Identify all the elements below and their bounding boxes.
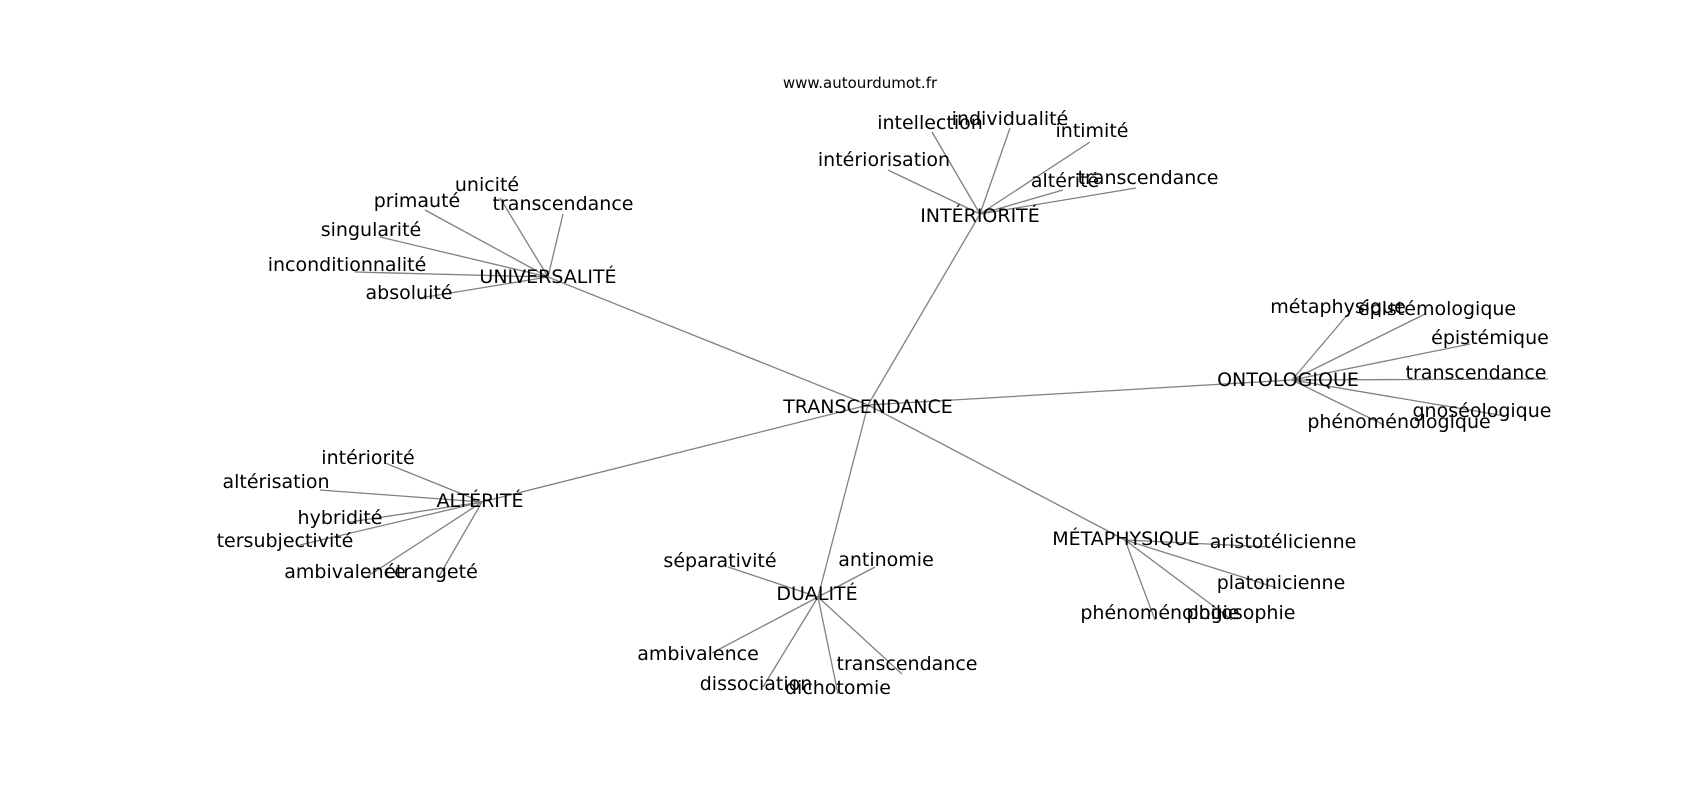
leaf-node-label: transcendance xyxy=(837,653,978,675)
edge-center-hub-4 xyxy=(867,404,1126,541)
hub-node-label: INTÉRIORITÉ xyxy=(920,204,1040,227)
hub-node-label: UNIVERSALITÉ xyxy=(479,265,616,288)
edge-hub-0-leaf-3 xyxy=(887,169,981,215)
edge-hub-5-leaf-0 xyxy=(727,566,819,598)
edge-hub-4-leaf-1 xyxy=(1124,539,1278,589)
leaf-node-label: transcendance xyxy=(493,193,634,215)
edge-hub-1-leaf-4 xyxy=(354,271,549,278)
leaf-node-label: transcendance xyxy=(1078,167,1219,189)
hub-node-label: ALTÉRITÉ xyxy=(437,489,524,512)
leaf-node-label: altérisation xyxy=(222,471,329,493)
edge-hub-2-leaf-5 xyxy=(1291,379,1385,426)
leaf-node-label: épistémologique xyxy=(1358,298,1516,320)
leaf-node-label: phénoménologie xyxy=(1080,602,1239,624)
edge-hub-3-leaf-4 xyxy=(364,501,483,579)
edge-hub-2-leaf-3 xyxy=(1291,378,1549,381)
edge-hub-1-leaf-3 xyxy=(379,236,549,278)
leaf-node-label: épistémique xyxy=(1431,327,1549,349)
edge-hub-5-leaf-3 xyxy=(817,596,903,675)
leaf-node-label: platonicienne xyxy=(1217,572,1346,594)
edge-hub-0-leaf-5 xyxy=(979,187,1137,215)
leaf-node-label: philosophie xyxy=(1187,602,1296,624)
edge-hub-2-leaf-1 xyxy=(1291,313,1426,381)
leaf-node-label: aristotélicienne xyxy=(1210,531,1357,553)
edge-hub-4-leaf-3 xyxy=(1124,539,1233,621)
leaf-node-label: unicité xyxy=(455,174,519,196)
leaf-node-label: absoluité xyxy=(366,282,453,304)
leaf-node-label: intériorisation xyxy=(818,149,950,171)
edge-hub-1-leaf-2 xyxy=(547,213,564,278)
hub-node-label: MÉTAPHYSIQUE xyxy=(1052,527,1199,550)
leaf-node-label: métaphysique xyxy=(1270,296,1406,318)
edge-hub-0-leaf-1 xyxy=(979,127,1011,215)
hub-node-label: ONTOLOGIQUE xyxy=(1217,369,1359,391)
edge-center-hub-0 xyxy=(867,213,981,406)
leaf-node-label: tersubjectivité xyxy=(217,530,354,552)
edge-hub-0-leaf-0 xyxy=(931,131,981,215)
leaf-node-label: hybridité xyxy=(298,507,383,529)
edge-hub-5-leaf-1 xyxy=(817,566,876,598)
leaf-node-label: singularité xyxy=(321,219,421,241)
edge-hub-0-leaf-2 xyxy=(979,141,1091,215)
edge-center-hub-5 xyxy=(817,404,869,598)
leaf-node-label: intellection xyxy=(877,112,983,134)
edge-hub-2-leaf-2 xyxy=(1291,343,1471,381)
edge-hub-5-leaf-2 xyxy=(711,596,819,654)
leaf-node-label: altérité xyxy=(1031,170,1099,192)
edge-hub-4-leaf-0 xyxy=(1124,539,1271,548)
center-node-label: TRANSCENDANCE xyxy=(782,396,953,418)
edge-hub-4-leaf-2 xyxy=(1124,539,1156,621)
leaf-node-label: séparativité xyxy=(663,550,776,572)
edge-center-hub-3 xyxy=(481,404,869,503)
leaf-node-label: intériorité xyxy=(321,447,414,469)
edge-hub-2-leaf-4 xyxy=(1291,379,1506,417)
leaf-node-label: dichotomie xyxy=(785,677,891,699)
leaf-node-label: ambivalence xyxy=(284,561,406,583)
leaf-node-label: intimité xyxy=(1056,120,1129,142)
leaf-node-label: antinomie xyxy=(838,549,934,571)
leaf-node-label: dissociation xyxy=(700,673,813,695)
leaf-node-label: primauté xyxy=(374,190,460,212)
edge-hub-1-leaf-5 xyxy=(419,276,549,299)
edge-hub-0-leaf-4 xyxy=(979,189,1064,215)
edge-hub-5-leaf-5 xyxy=(817,596,839,695)
leaf-node-label: individualité xyxy=(952,108,1069,130)
labels-layer: www.autourdumot.fr TRANSCENDANCE INTÉRIOR… xyxy=(217,74,1552,699)
hub-node-label: DUALITÉ xyxy=(776,582,857,605)
site-watermark: www.autourdumot.fr xyxy=(783,74,938,92)
edges-layer xyxy=(299,127,1549,695)
leaf-node-label: ambivalence xyxy=(637,643,759,665)
edge-hub-2-leaf-0 xyxy=(1291,313,1349,381)
edge-center-hub-1 xyxy=(547,276,869,406)
edge-hub-1-leaf-0 xyxy=(499,197,549,278)
edge-hub-3-leaf-3 xyxy=(299,501,483,546)
edge-hub-3-leaf-0 xyxy=(384,462,483,503)
leaf-node-label: étrangeté xyxy=(384,561,478,583)
leaf-node-label: gnoséologique xyxy=(1413,400,1552,422)
edge-hub-3-leaf-2 xyxy=(349,501,483,523)
edge-hub-5-leaf-4 xyxy=(762,596,819,688)
edge-center-hub-2 xyxy=(867,379,1293,406)
edge-hub-3-leaf-5 xyxy=(437,501,483,579)
leaf-node-label: transcendance xyxy=(1406,362,1547,384)
leaf-node-label: inconditionnalité xyxy=(268,254,427,276)
edge-hub-1-leaf-1 xyxy=(424,209,549,278)
leaf-node-label: phénoménologique xyxy=(1307,411,1490,433)
edge-hub-3-leaf-1 xyxy=(319,489,483,503)
